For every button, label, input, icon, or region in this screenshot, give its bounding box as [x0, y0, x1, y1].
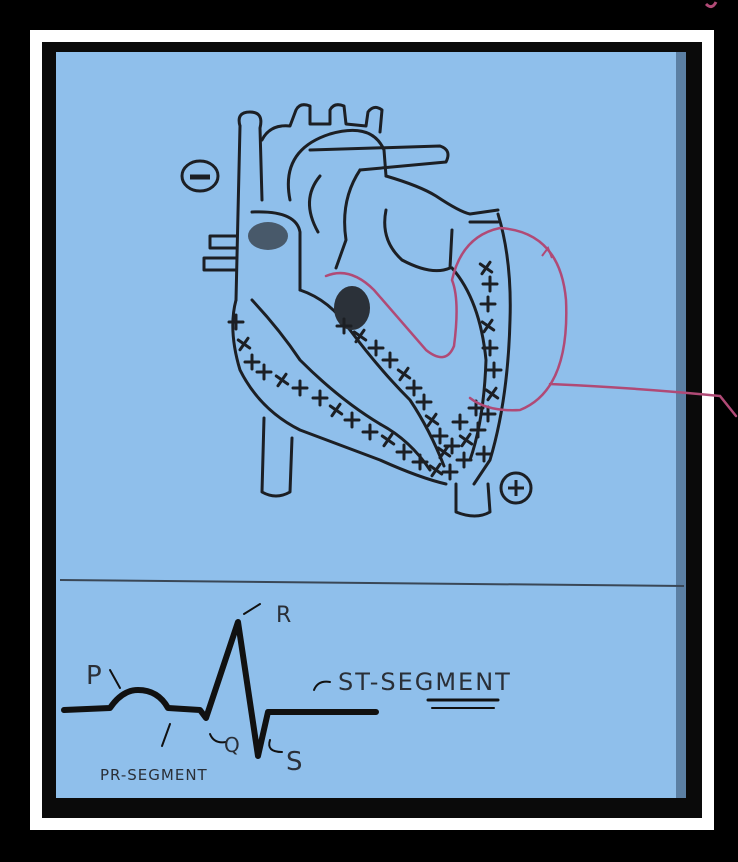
- q-wave-label: Q: [224, 733, 240, 757]
- st-segment-label: ST-SEGMENT: [338, 668, 512, 696]
- r-wave-label: R: [276, 603, 291, 628]
- p-wave-label: P: [86, 661, 102, 691]
- board-edge: [676, 52, 686, 798]
- s-wave-label: S: [286, 747, 303, 777]
- sa-node-shading: [248, 222, 288, 250]
- pr-segment-label: PR-SEGMENT: [100, 766, 208, 784]
- av-node-shading: [334, 286, 370, 330]
